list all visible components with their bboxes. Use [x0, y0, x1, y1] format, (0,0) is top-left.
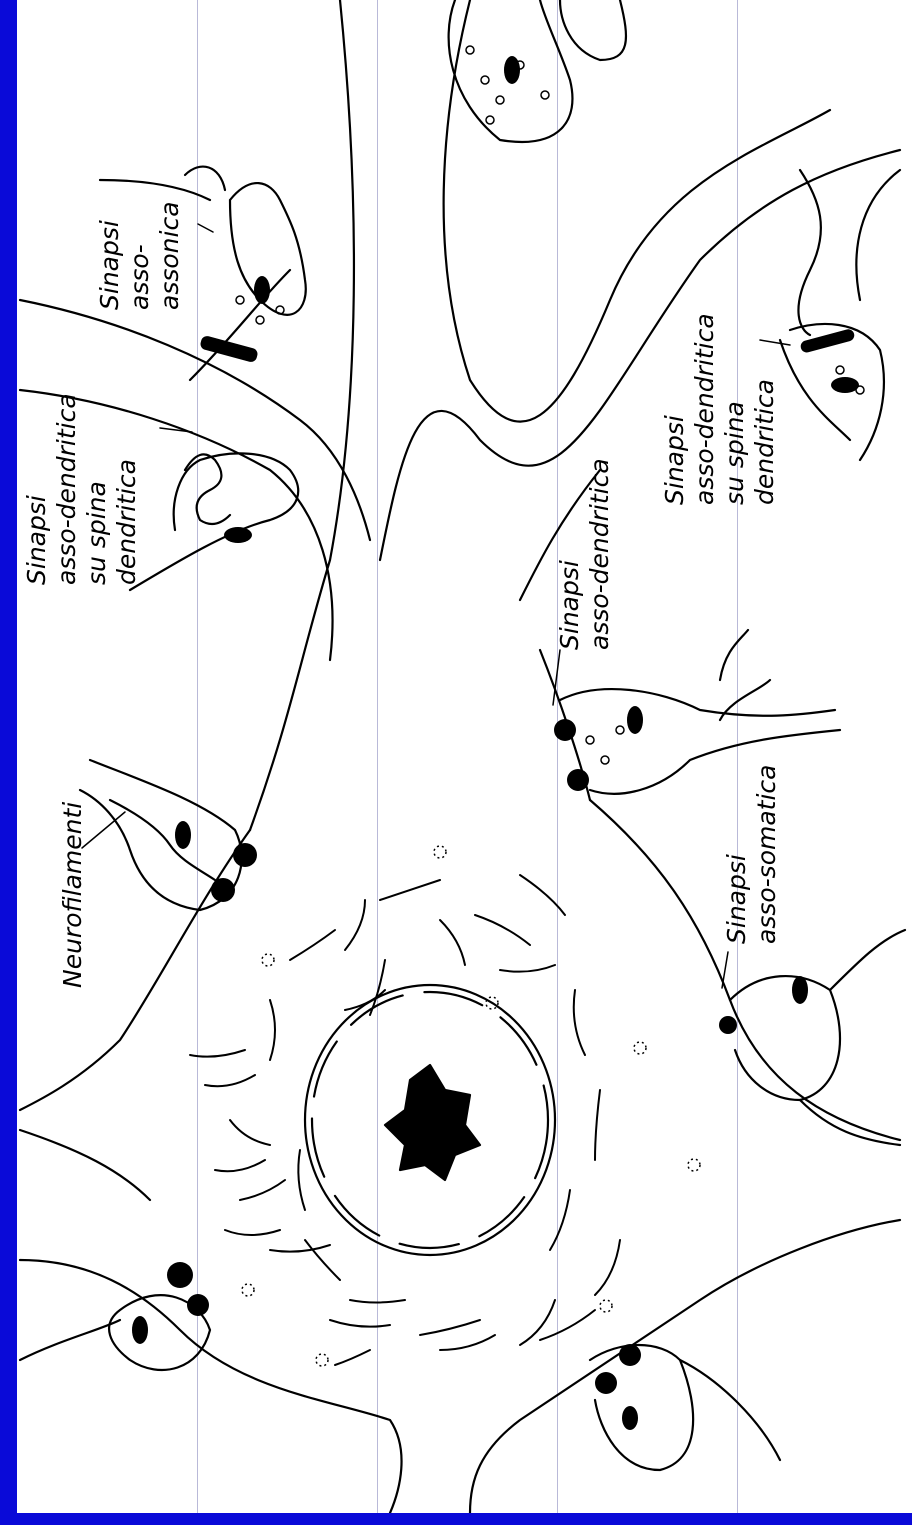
- label-line: asso-dendritica: [585, 458, 615, 650]
- label-sinapsi-asso-somatica: Sinapsi asso-somatica: [722, 765, 782, 945]
- label-line: Sinapsi: [660, 313, 690, 505]
- label-line: Neurofilamenti: [58, 802, 88, 988]
- label-line: dendritica: [750, 313, 780, 505]
- label-line: asso-dendritica: [52, 393, 82, 585]
- label-line: asso-: [125, 201, 155, 310]
- label-line: Sinapsi: [22, 393, 52, 585]
- label-line: asso-dendritica: [690, 313, 720, 505]
- label-line: su spina: [82, 393, 112, 585]
- nucleolus: [385, 1065, 480, 1180]
- label-line: asso-somatica: [752, 765, 782, 945]
- left-frame-border: [0, 0, 17, 1525]
- label-sinapsi-asso-dendritica-spina-right: Sinapsi asso-dendritica su spina dendrit…: [660, 313, 780, 505]
- label-sinapsi-asso-dendritica-spina-left: Sinapsi asso-dendritica su spina dendrit…: [22, 393, 142, 585]
- label-line: Sinapsi: [95, 201, 125, 310]
- label-line: dendritica: [112, 393, 142, 585]
- label-neurofilamenti: Neurofilamenti: [58, 802, 88, 988]
- synaptic-vesicles: [236, 46, 864, 1366]
- apical-dendrite: [250, 0, 354, 830]
- label-line: Sinapsi: [722, 765, 752, 945]
- soma-outline: [20, 830, 250, 1110]
- label-sinapsi-asso-dendritica: Sinapsi asso-dendritica: [555, 458, 615, 650]
- label-sinapsi-asso-assonica: Sinapsi asso- assonica: [95, 201, 185, 310]
- label-line: assonica: [155, 201, 185, 310]
- bottom-frame-border: [0, 1513, 912, 1525]
- label-line: Sinapsi: [555, 458, 585, 650]
- label-line: su spina: [720, 313, 750, 505]
